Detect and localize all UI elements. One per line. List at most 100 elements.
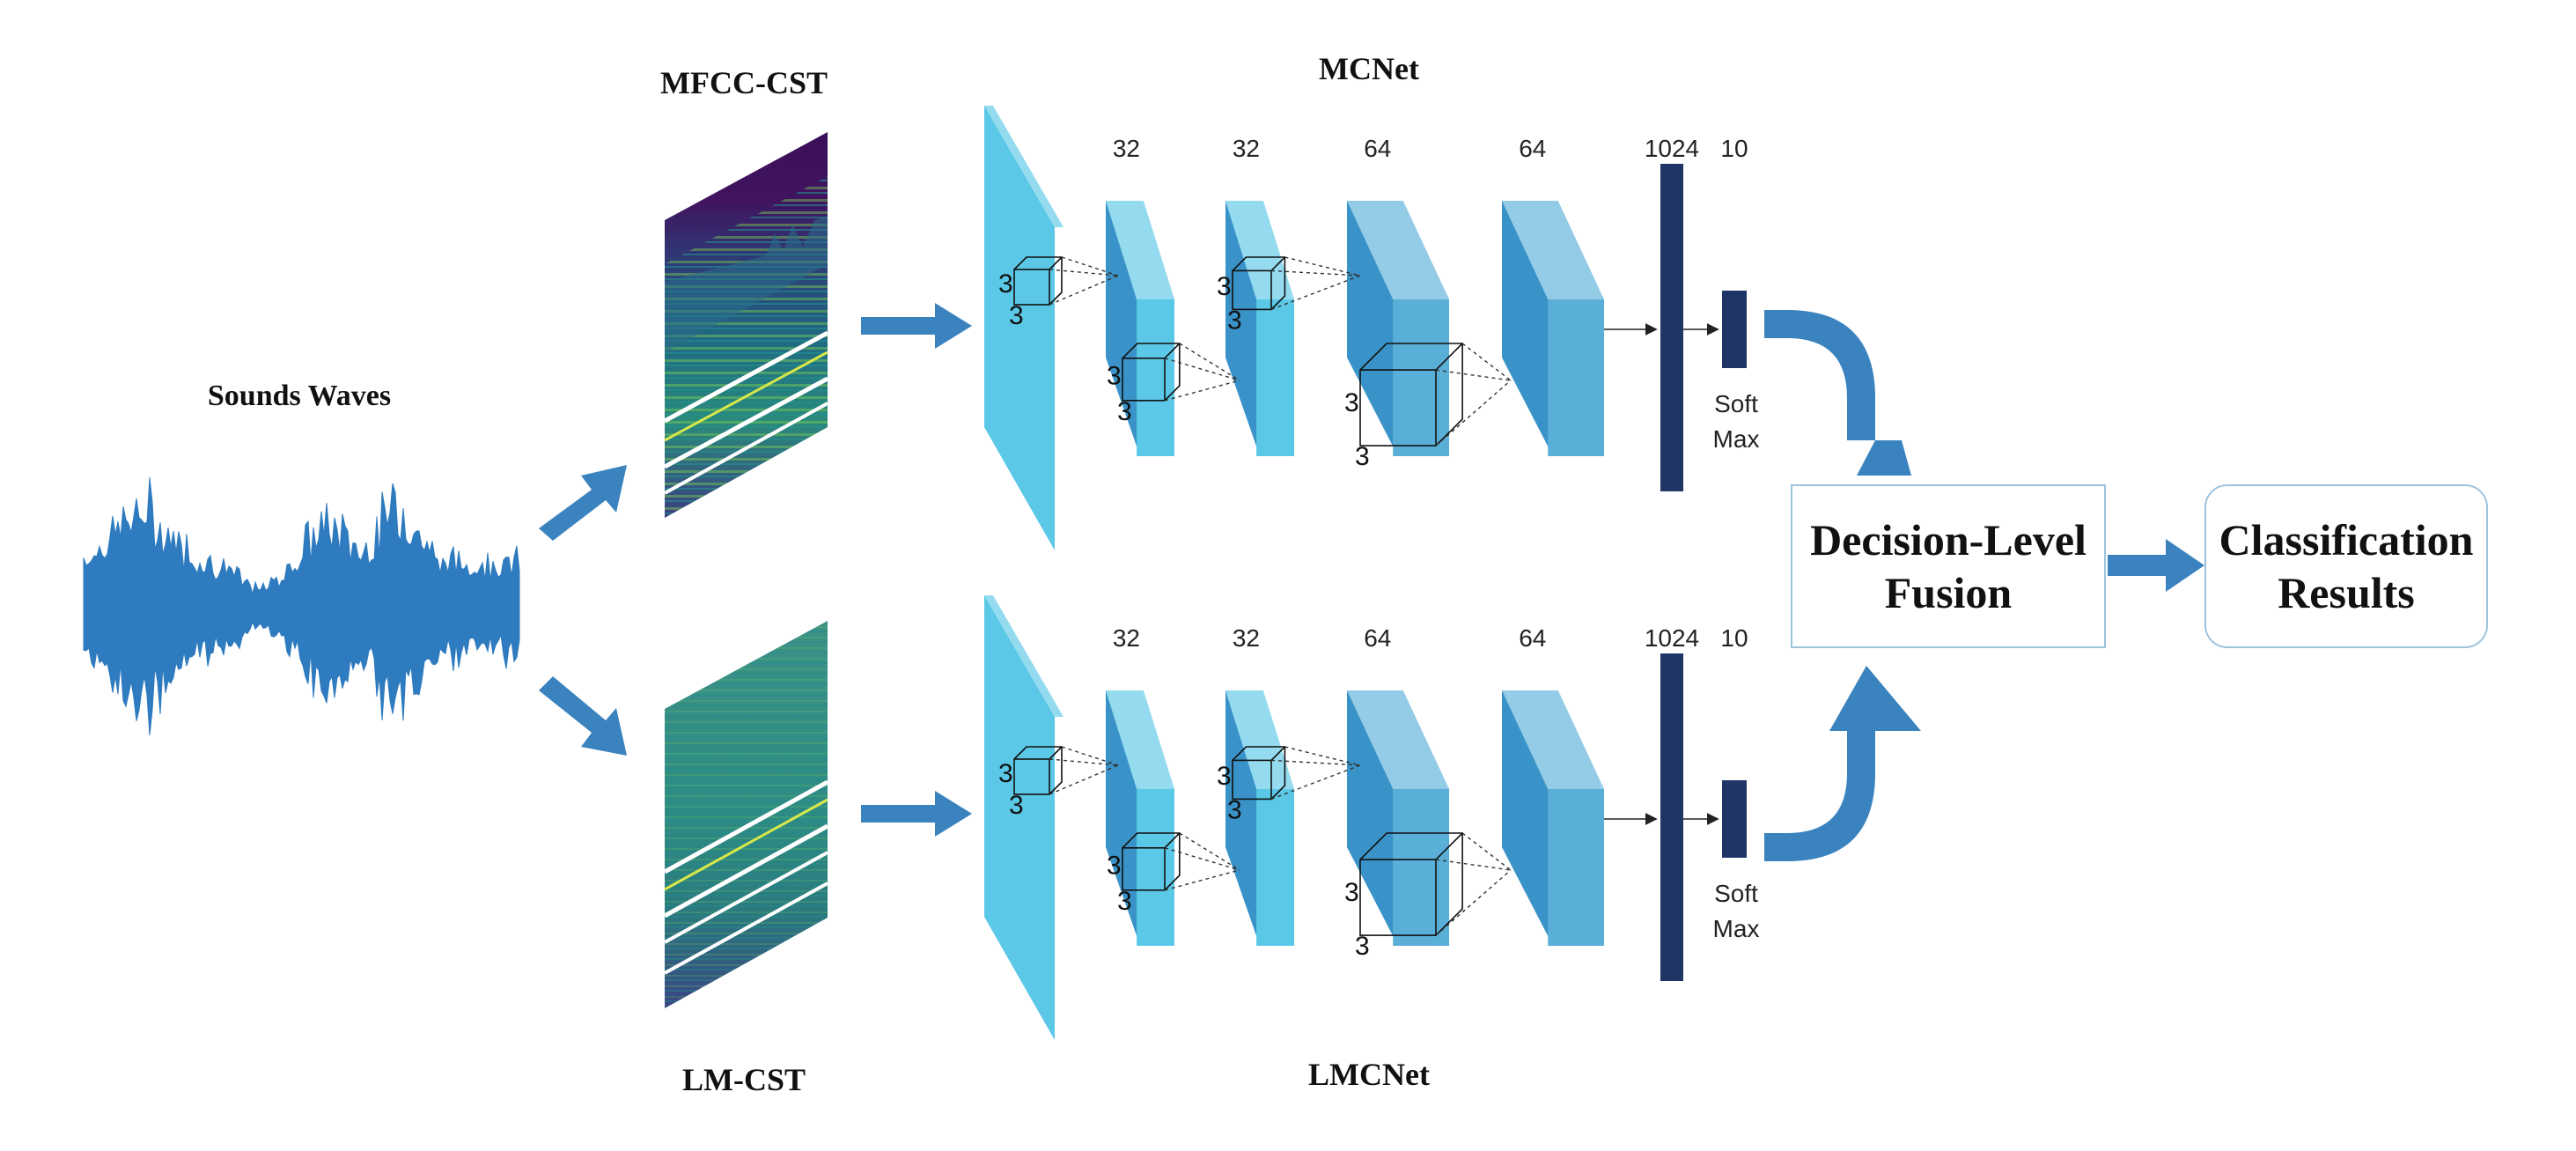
branch-2-input-plane-edge (984, 595, 1064, 717)
branch-2-kernel-3-proj-2 (1270, 759, 1361, 766)
branch-2-kernel-2-front (1122, 846, 1166, 891)
branch-2-kernel-4-proj-2 (1435, 859, 1512, 871)
branch-1-kernel-4-proj-2 (1435, 369, 1512, 381)
branch-2-kernel-2-proj-2 (1164, 847, 1240, 871)
branch-1-dense-units: 1024 (1645, 135, 1699, 162)
results-line-1: Classification (2219, 515, 2474, 564)
arrow-wave-to-lm (539, 676, 627, 756)
branch-1-kernel-2-proj-2 (1164, 358, 1240, 381)
branch-1-kernel-4-height-label: 3 (1344, 388, 1359, 417)
branch-2-dense-layer (1660, 653, 1683, 981)
branch-2-kernel-1-proj-3 (1049, 764, 1119, 795)
branch-2-softmax-line-1: Soft (1714, 880, 1758, 907)
branch-1-kernel-4-proj-3 (1435, 380, 1512, 446)
branch-2-kernel-4-proj-1 (1461, 832, 1512, 871)
branch-1-conv-block-1-top (1106, 201, 1174, 299)
branch-2-conv-block-1-top (1106, 690, 1174, 789)
branch-2-kernel-3-proj-3 (1270, 764, 1361, 801)
branch-2-channels-1: 32 (1113, 624, 1140, 652)
arrow-mfcc-to-mcnet (861, 303, 972, 349)
branch-2-conv-block-4-front (1548, 789, 1604, 946)
branch-1-kernel-3-height-label: 3 (1217, 272, 1232, 301)
branch-2-kernel-4-proj-3 (1435, 869, 1512, 936)
mfcc-spectrogram (663, 132, 829, 518)
fusion-line-2: Fusion (1884, 568, 2013, 617)
branch-2-channels-4: 64 (1519, 624, 1546, 652)
branch-1-kernel-2-width-label: 3 (1117, 397, 1132, 426)
branch-1-kernel-1-proj-3 (1049, 275, 1119, 306)
branch-2-channels-2: 32 (1233, 624, 1260, 652)
branch-2-dense-units: 1024 (1645, 624, 1699, 652)
arrow-lmcnet-to-fusion (1764, 666, 1921, 861)
branch-2-conv-block-3-top (1347, 690, 1449, 789)
branch-2-conv-block-2-front (1256, 789, 1294, 946)
branch-2-network-label: LMCNet (1308, 1057, 1430, 1092)
branch-2-feature-label: LM-CST (682, 1062, 806, 1097)
branch-1-output-layer (1722, 291, 1747, 368)
branch-2-kernel-3-width-label: 3 (1227, 795, 1242, 824)
branch-1-kernel-2-height-label: 3 (1107, 361, 1122, 390)
branch-1-conv-block-3-top (1347, 201, 1449, 299)
branch-2-channels-3: 64 (1364, 624, 1391, 652)
branch-2-input-plane (984, 595, 1055, 1040)
classification-results-box: Classification Results (2204, 484, 2488, 648)
lm-spectrogram (663, 621, 829, 1008)
branch-1-conv-block-4-front (1548, 299, 1604, 456)
branch-1-kernel-3-edge (1270, 256, 1285, 271)
branch-2-kernel-4-height-label: 3 (1344, 878, 1359, 907)
branch-1-kernel-2-proj-3 (1164, 380, 1240, 402)
branch-1-dense-layer (1660, 164, 1683, 491)
branch-1-kernel-4-front (1359, 369, 1437, 446)
branch-1-conv-block-4-top (1502, 201, 1604, 299)
branch-1-input-plane (984, 106, 1055, 550)
branch-1-kernel-1-width-label: 3 (1009, 301, 1024, 330)
branch-2-kernel-1-front (1013, 758, 1050, 795)
branch-1-softmax-line-1: Soft (1714, 390, 1758, 417)
branch-1-kernel-4-edge (1435, 343, 1463, 371)
branch-1-kernel-3-proj-2 (1270, 269, 1361, 277)
decision-fusion-box: Decision-Level Fusion (1791, 484, 2106, 648)
branch-2-conv-block-1-front (1137, 789, 1174, 946)
branch-1-kernel-4-width-label: 3 (1355, 442, 1370, 471)
branch-1-conv-block-3-front (1393, 299, 1449, 456)
branch-2-kernel-3-proj-1 (1284, 746, 1361, 766)
results-line-2: Results (2278, 568, 2415, 617)
branch-1-kernel-3-proj-3 (1270, 275, 1361, 311)
branch-1-kernel-2-front (1122, 357, 1166, 402)
branch-1-kernel-1-edge (1049, 256, 1063, 270)
branch-2-kernel-4-front (1359, 859, 1437, 936)
branch-2-kernel-1-edge (1049, 746, 1063, 760)
branch-2-conv-block-3-front (1393, 789, 1449, 946)
branch-1-output-units: 10 (1720, 135, 1748, 162)
branch-1-channels-1: 32 (1113, 135, 1140, 162)
branch-2-kernel-3-edge (1270, 746, 1285, 761)
branch-1-feature-label: MFCC-CST (660, 65, 828, 100)
branch-1-conv-block-2-front (1256, 299, 1294, 456)
branch-2-conv-block-2-top (1225, 690, 1294, 789)
branch-2-kernel-2-width-label: 3 (1117, 887, 1132, 916)
branch-2-softmax-line-2: Max (1713, 915, 1760, 942)
branch-2-kernel-2-edge (1164, 832, 1181, 849)
branch-1-softmax-line-2: Max (1713, 425, 1760, 453)
branch-1-conv-block-1-front (1137, 299, 1174, 456)
fusion-line-1: Decision-Level (1810, 515, 2087, 564)
branch-1-kernel-2-proj-1 (1179, 343, 1240, 381)
branch-1-kernel-1-front (1013, 269, 1050, 306)
branch-1-channels-3: 64 (1364, 135, 1391, 162)
branch-1-channels-2: 32 (1233, 135, 1260, 162)
branch-1-kernel-4-proj-1 (1461, 343, 1512, 381)
branch-1-input-plane-edge (984, 106, 1064, 227)
branch-2-kernel-1-width-label: 3 (1009, 791, 1024, 820)
branch-1-kernel-3-width-label: 3 (1227, 306, 1242, 335)
branch-1-kernel-1-proj-1 (1061, 256, 1119, 277)
branch-2-kernel-4-width-label: 3 (1355, 932, 1370, 961)
branch-1-conv-block-2-top (1225, 201, 1294, 299)
arrow-fusion-to-results (2108, 539, 2204, 592)
branch-2-conv-block-4-top (1502, 690, 1604, 789)
branch-2-kernel-3-front (1232, 759, 1272, 801)
branch-2-kernel-4-edge (1435, 832, 1463, 860)
